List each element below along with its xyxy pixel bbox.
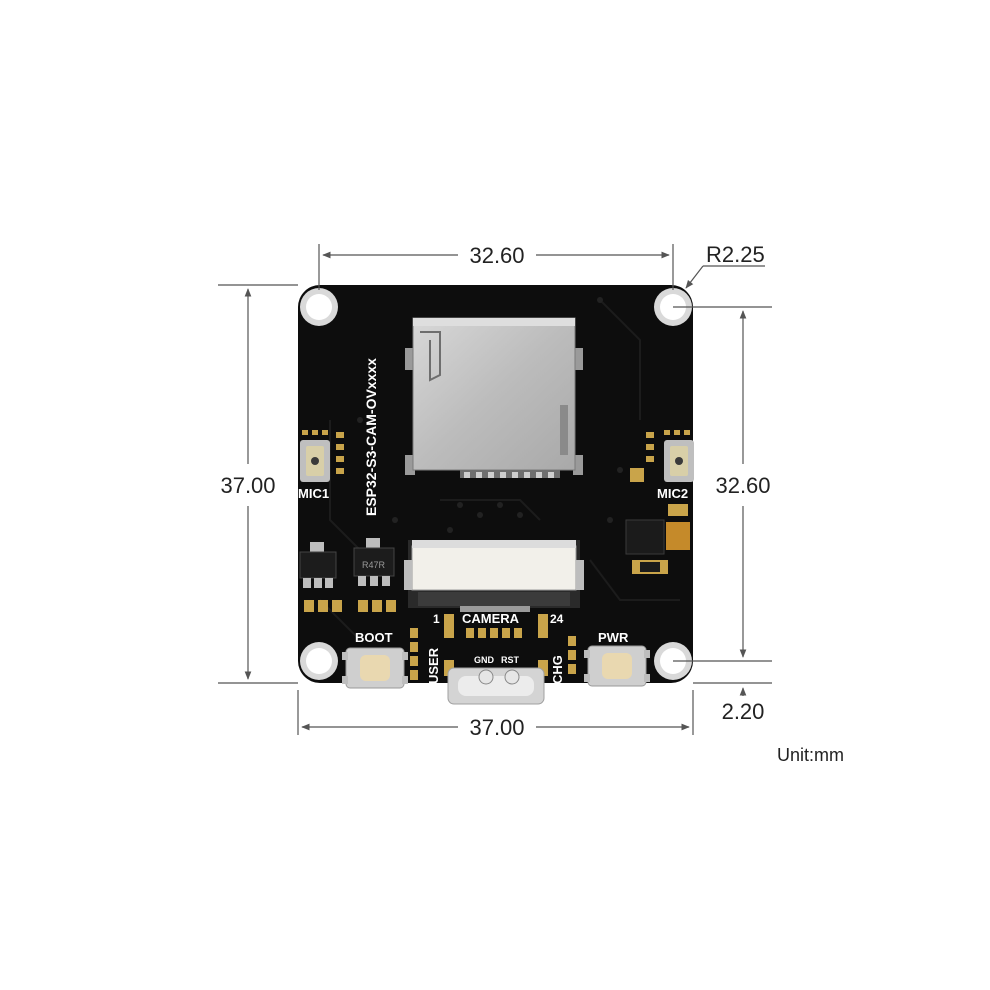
rst-label: RST xyxy=(501,655,520,665)
camera-fpc-connector xyxy=(404,540,584,612)
usb-c-connector xyxy=(447,667,545,705)
boot-label: BOOT xyxy=(355,630,393,645)
dimension-top-width-label: 32.60 xyxy=(469,243,524,268)
dimension-bottom-width-label: 37.00 xyxy=(469,715,524,740)
user-label: USER xyxy=(426,647,441,684)
gnd-rst-pads xyxy=(444,614,548,676)
mounting-hole-top-left xyxy=(300,288,338,326)
sd-card-slot xyxy=(405,317,583,478)
camera-label: CAMERA xyxy=(462,611,520,626)
pwr-label: PWR xyxy=(598,630,629,645)
mic2-label: MIC2 xyxy=(657,486,688,501)
dimension-bottom-offset-label: 2.20 xyxy=(722,699,765,724)
camera-pin1-label: 1 xyxy=(433,612,440,626)
boot-button xyxy=(342,647,408,689)
dimension-left-height-label: 37.00 xyxy=(220,473,275,498)
voltage-regulator-1 xyxy=(299,542,337,588)
pwr-button xyxy=(584,645,650,687)
gnd-label: GND xyxy=(474,655,495,665)
dimension-left-height xyxy=(218,284,298,684)
mounting-hole-bottom-left xyxy=(300,642,338,680)
chg-label: CHG xyxy=(550,655,565,684)
dimension-right-height-label: 32.60 xyxy=(715,473,770,498)
dimension-bottom-offset xyxy=(693,682,772,696)
pcb-board xyxy=(298,285,693,683)
codec-chip xyxy=(625,504,690,574)
dimension-corner-radius xyxy=(685,265,765,289)
mic1-component xyxy=(300,430,344,482)
dimension-right-height xyxy=(673,306,772,662)
mic1-label: MIC1 xyxy=(298,486,329,501)
board-model-label: ESP32-S3-CAM-OVxxxx xyxy=(363,358,379,516)
regulator-code-label: R47R xyxy=(362,560,386,570)
user-led-pads xyxy=(410,628,418,680)
passive-components-left xyxy=(304,600,396,612)
voltage-regulator-2 xyxy=(353,538,395,586)
dimension-corner-radius-label: R2.25 xyxy=(706,242,765,267)
unit-label: Unit:mm xyxy=(777,745,844,765)
dimension-bottom-width xyxy=(297,690,694,735)
dimension-top-width xyxy=(318,244,674,290)
chg-led-pads xyxy=(568,636,576,674)
camera-pin24-label: 24 xyxy=(550,612,564,626)
mic2-component xyxy=(630,430,694,482)
